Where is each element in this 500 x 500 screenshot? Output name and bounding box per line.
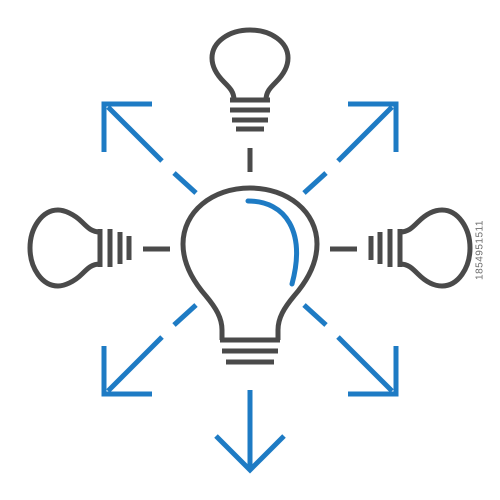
arrow-down-right-icon	[302, 303, 399, 397]
right-lightbulb-icon	[368, 207, 473, 289]
arrow-down-left-icon	[101, 303, 198, 397]
stock-id-text: 1854951511	[474, 220, 486, 280]
top-lightbulb-icon	[209, 27, 291, 132]
central-lightbulb-icon	[180, 185, 320, 365]
arrow-down-icon	[214, 390, 286, 474]
bulb-highlight-icon	[245, 198, 299, 287]
arrow-up-right-icon	[302, 101, 399, 195]
left-lightbulb-icon	[27, 207, 132, 289]
arrow-up-left-icon	[101, 101, 198, 195]
